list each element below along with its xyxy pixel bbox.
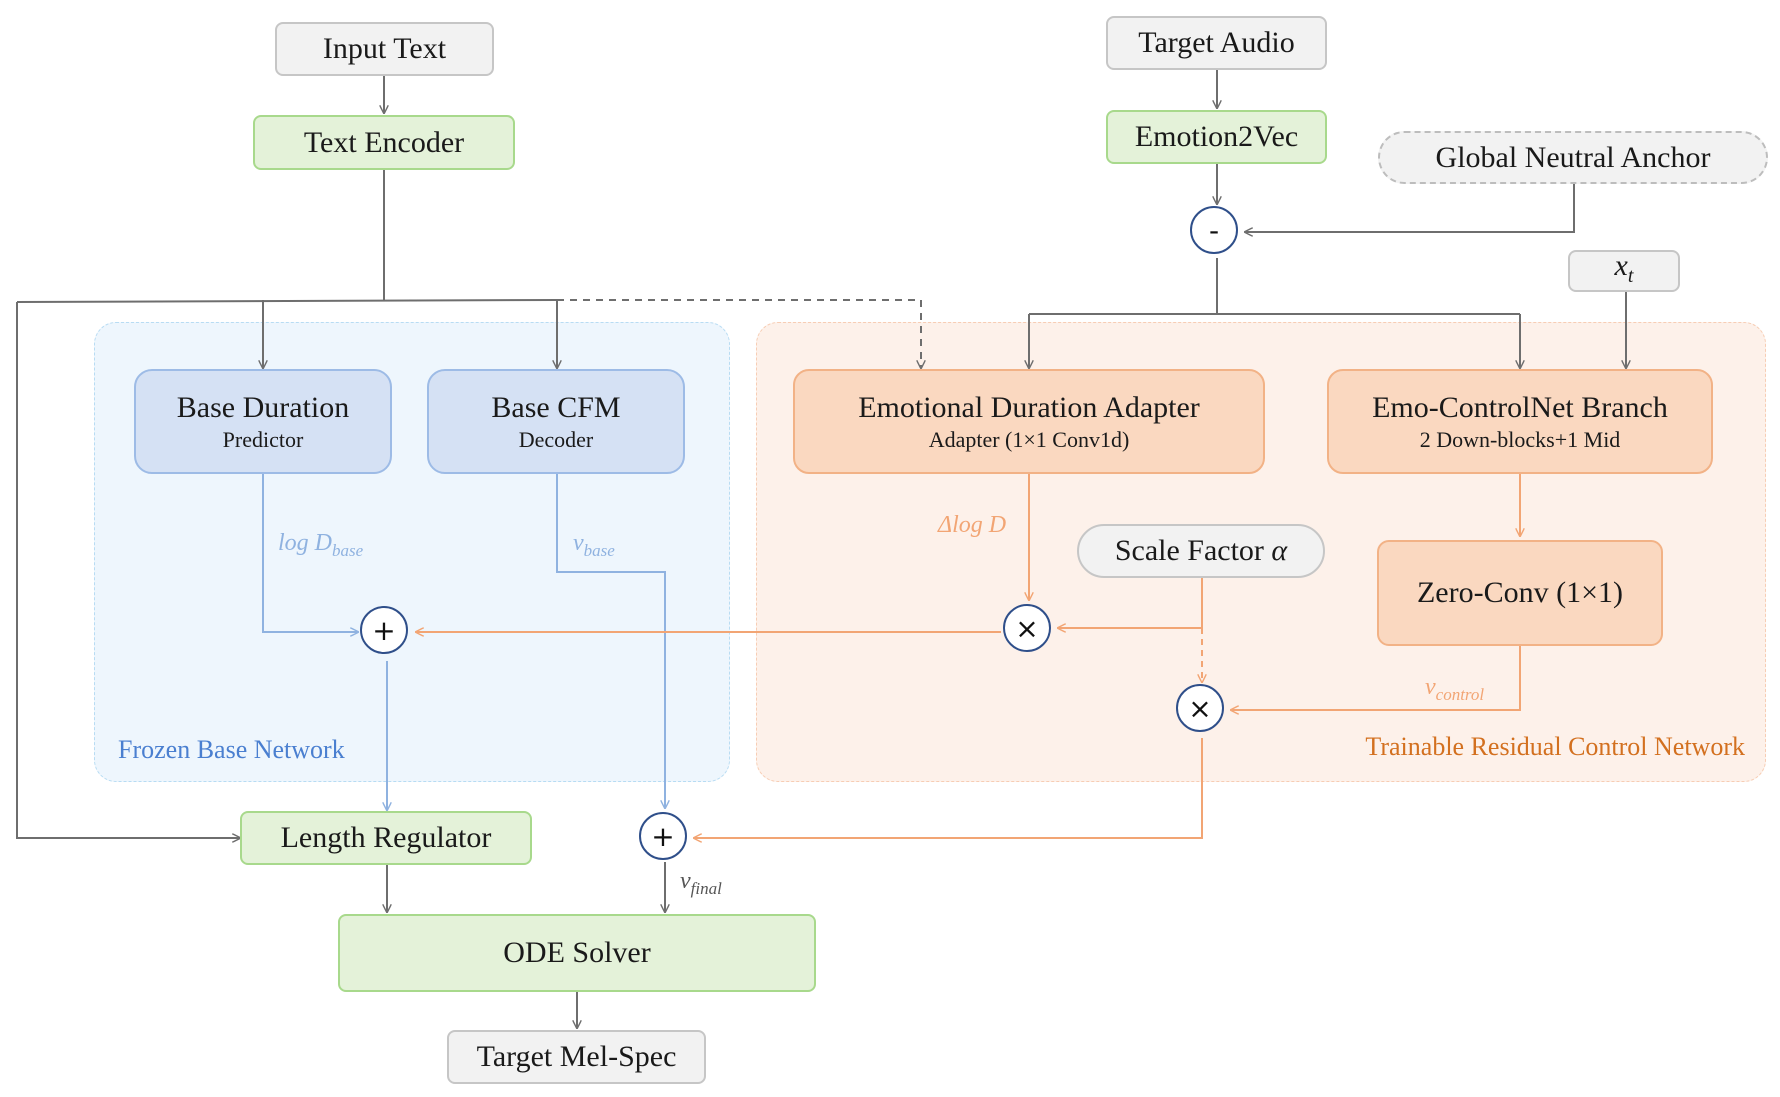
v-base-sub: base <box>583 540 615 560</box>
multiply-control-symbol: × <box>1188 691 1212 725</box>
target-mel-spec-node: Target Mel-Spec <box>447 1030 706 1084</box>
edge-zeroconv-to-multiply-control <box>1231 646 1521 710</box>
v-final-sub: final <box>690 878 722 898</box>
controlnet-title: Emo-ControlNet Branch <box>1372 390 1668 424</box>
target-audio-node: Target Audio <box>1106 16 1327 70</box>
target-mel-spec-label: Target Mel-Spec <box>476 1040 677 1073</box>
emotional-duration-adapter-node: Emotional Duration Adapter Adapter (1×1 … <box>793 369 1265 474</box>
trainable-region-label: Trainable Residual Control Network <box>1365 732 1745 761</box>
target-audio-label: Target Audio <box>1138 26 1295 59</box>
ode-solver-label: ODE Solver <box>503 936 651 969</box>
add-velocity-symbol: + <box>651 819 675 853</box>
adapter-subtitle: Adapter (1×1 Conv1d) <box>928 426 1130 452</box>
length-regulator-node: Length Regulator <box>240 811 532 865</box>
edge-scale-to-multiply-duration <box>1058 578 1203 628</box>
multiply-control-operator: × <box>1176 684 1224 732</box>
v-base-label: vbase <box>573 530 615 561</box>
subtract-operator: - <box>1190 206 1238 254</box>
base-cfm-subtitle: Decoder <box>518 426 594 452</box>
multiply-duration-operator: × <box>1003 604 1051 652</box>
v-control-sub: control <box>1435 684 1485 704</box>
emotion2vec-label: Emotion2Vec <box>1134 120 1299 153</box>
scale-factor-symbol: α <box>1271 534 1288 567</box>
emo-controlnet-node: Emo-ControlNet Branch 2 Down-blocks+1 Mi… <box>1327 369 1713 474</box>
base-duration-title: Base Duration <box>176 390 350 424</box>
edge-base-duration-to-add <box>262 474 358 632</box>
xt-node: xt <box>1568 249 1680 293</box>
log-d-base-label: log Dbase <box>278 530 363 561</box>
add-velocity-operator: + <box>639 812 687 860</box>
input-text-label: Input Text <box>322 32 447 65</box>
xt-base: x <box>1614 249 1628 282</box>
zero-conv-node: Zero-Conv (1×1) <box>1377 540 1663 646</box>
edge-bus-to-length-regulator <box>16 302 240 838</box>
edge-encoder-bus <box>16 299 558 303</box>
delta-log-d-label: Δlog D <box>938 512 1006 539</box>
v-base-base: v <box>573 530 584 556</box>
text-encoder-node: Text Encoder <box>253 115 515 170</box>
base-duration-node: Base Duration Predictor <box>134 369 392 474</box>
delta-log-d-base: Δlog D <box>938 512 1007 538</box>
ode-solver-node: ODE Solver <box>338 914 816 992</box>
xt-sub: t <box>1627 265 1634 287</box>
emotion2vec-node: Emotion2Vec <box>1106 110 1327 164</box>
zero-conv-label: Zero-Conv (1×1) <box>1416 576 1624 609</box>
scale-factor-node: Scale Factor α <box>1077 524 1325 578</box>
subtract-symbol: - <box>1208 213 1220 247</box>
edge-multiply-control-to-add-velocity <box>694 738 1203 838</box>
controlnet-subtitle: 2 Down-blocks+1 Mid <box>1419 426 1621 452</box>
base-duration-subtitle: Predictor <box>222 426 304 452</box>
length-regulator-label: Length Regulator <box>280 821 492 854</box>
frozen-region-label: Frozen Base Network <box>118 735 345 764</box>
edge-anchor-to-subtract <box>1245 184 1575 232</box>
add-duration-operator: + <box>360 606 408 654</box>
base-cfm-node: Base CFM Decoder <box>427 369 685 474</box>
edge-encoder-to-adapter-dashed <box>557 299 921 368</box>
global-neutral-anchor-label: Global Neutral Anchor <box>1435 140 1711 174</box>
v-control-label: vcontrol <box>1425 674 1484 705</box>
adapter-title: Emotional Duration Adapter <box>858 390 1200 424</box>
global-neutral-anchor-node: Global Neutral Anchor <box>1378 131 1768 184</box>
log-d-base-sub: base <box>332 540 364 560</box>
base-cfm-title: Base CFM <box>491 390 621 424</box>
edge-base-cfm-to-add-velocity <box>556 474 665 808</box>
scale-factor-label: Scale Factor α <box>1115 534 1287 568</box>
log-d-base-base: log D <box>278 530 332 556</box>
v-final-label: vfinal <box>680 868 722 899</box>
input-text-node: Input Text <box>275 22 494 76</box>
v-final-base: v <box>680 868 691 894</box>
multiply-duration-symbol: × <box>1015 611 1039 645</box>
text-encoder-label: Text Encoder <box>303 125 465 159</box>
v-control-base: v <box>1425 674 1436 700</box>
add-duration-symbol: + <box>372 613 396 647</box>
scale-factor-text: Scale Factor <box>1114 534 1272 567</box>
xt-label: xt <box>1615 249 1634 293</box>
